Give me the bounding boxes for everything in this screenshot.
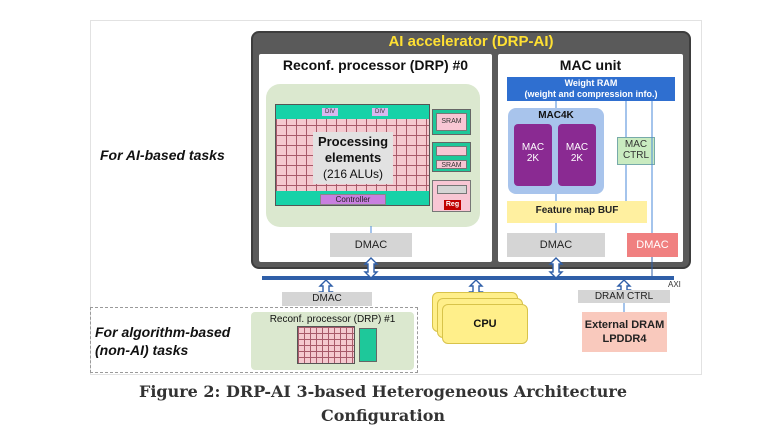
- external-dram-line1: External DRAM: [584, 319, 665, 331]
- reg-label: Reg: [444, 200, 461, 210]
- reg-cells: [437, 185, 467, 194]
- processing-elements-grid: [275, 104, 430, 206]
- div-tag-left: DIV: [322, 108, 338, 116]
- drp1-grid: [297, 326, 355, 364]
- mac2k-left: MAC 2K: [514, 124, 552, 186]
- mac-ctrl: MAC CTRL: [617, 137, 655, 165]
- mac2k-right: MAC 2K: [558, 124, 596, 186]
- mac-bus-arrow: [548, 257, 564, 279]
- drp0-title: Reconf. processor (DRP) #0: [282, 57, 469, 73]
- memory-cells: [436, 146, 467, 156]
- feature-map-buf: Feature map BUF: [507, 201, 647, 223]
- ai-accelerator-title: AI accelerator (DRP-AI): [388, 33, 554, 50]
- mac-ctrl-line2: CTRL: [622, 150, 650, 161]
- div-tag-right: DIV: [372, 108, 388, 116]
- pe-label: Processing elements (216 ALUs): [313, 132, 393, 184]
- drp0-bus-arrow: [363, 257, 379, 279]
- pe-top-strip: [276, 105, 429, 119]
- drp1-side-block: [359, 328, 377, 362]
- sram-block-2: SRAM: [432, 142, 471, 172]
- dram-ctrl: DRAM CTRL: [578, 290, 670, 303]
- figure-caption: Figure 2: DRP-AI 3-based Heterogeneous A…: [0, 380, 766, 428]
- external-dram-line2: LPDDR4: [602, 333, 647, 345]
- pe-label-line1: Processing: [317, 134, 389, 149]
- pe-label-line3: (216 ALUs): [322, 167, 384, 181]
- mac-dmac: DMAC: [507, 233, 605, 257]
- non-ai-task-area: [90, 307, 418, 373]
- weight-ram: Weight RAM (weight and compression info.…: [507, 77, 675, 101]
- mac4k-label: MAC4K: [538, 110, 574, 121]
- axi-bus: [262, 276, 674, 280]
- external-dram: External DRAM LPDDR4: [582, 312, 667, 352]
- cpu-stack-front: [442, 304, 528, 344]
- algo-tasks-label: For algorithm-based (non-AI) tasks: [95, 323, 255, 359]
- drp1-dmac: DMAC: [282, 292, 372, 306]
- mac-unit-title: MAC unit: [559, 57, 622, 73]
- algo-tasks-line1: For algorithm-based: [95, 324, 231, 340]
- sram-block-1: SRAM: [432, 109, 471, 135]
- drp0-dmac: DMAC: [330, 233, 412, 257]
- ai-tasks-label: For AI-based tasks: [100, 147, 225, 163]
- figure-caption-line2: Configuration: [320, 406, 446, 425]
- weight-ram-line1: Weight RAM: [564, 78, 618, 88]
- sram-label-2: SRAM: [436, 160, 467, 169]
- drp1-title: Reconf. processor (DRP) #1: [269, 314, 396, 325]
- cpu-label: CPU: [473, 318, 497, 330]
- figure-caption-line1: Figure 2: DRP-AI 3-based Heterogeneous A…: [138, 382, 628, 401]
- mac2k-left-line1: MAC: [521, 142, 545, 153]
- algo-tasks-line2: (non-AI) tasks: [95, 342, 189, 358]
- mac2k-left-line2: 2K: [526, 153, 540, 164]
- weight-ram-line2: (weight and compression info.): [524, 89, 658, 99]
- mac2k-right-line2: 2K: [570, 153, 584, 164]
- sram-label-1: SRAM: [436, 113, 467, 131]
- pe-label-line2: elements: [324, 150, 382, 165]
- reg-block: Reg: [432, 180, 471, 212]
- axi-label: AXI: [668, 280, 681, 289]
- mac2k-right-line1: MAC: [565, 142, 589, 153]
- mac-dmac-red: DMAC: [627, 233, 678, 257]
- mac-ctrl-line1: MAC: [624, 139, 648, 150]
- controller-block: Controller: [320, 194, 386, 205]
